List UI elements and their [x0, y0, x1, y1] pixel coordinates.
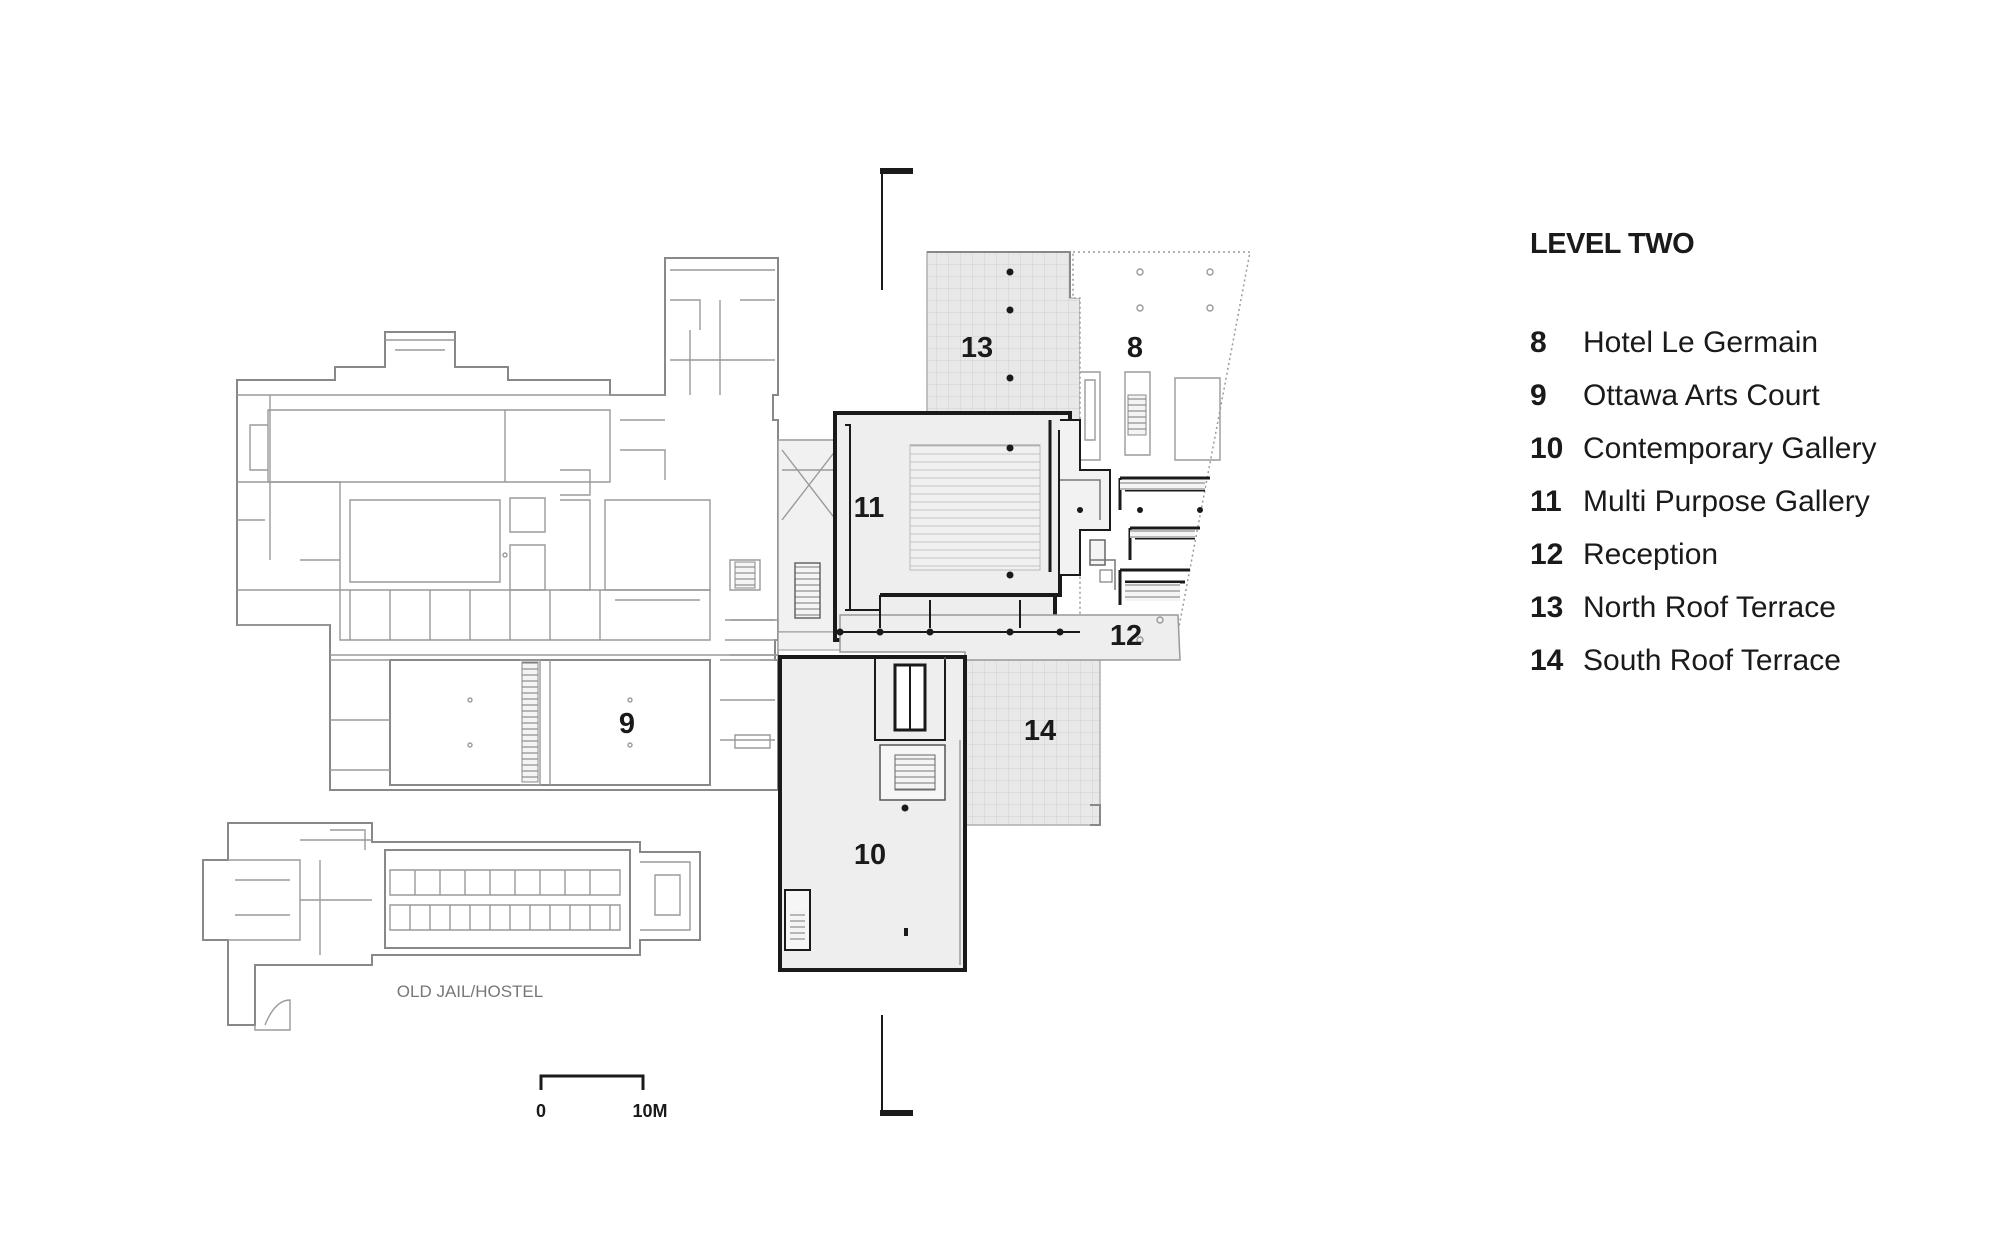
legend-label: Multi Purpose Gallery: [1583, 484, 1870, 518]
north-roof-terrace: [926, 251, 1081, 421]
legend-item-13: 13 North Roof Terrace: [1530, 581, 1876, 634]
multi-purpose-gallery: [833, 411, 1072, 642]
room-label-8: 8: [1127, 332, 1143, 364]
legend-item-9: 9 Ottawa Arts Court: [1530, 369, 1876, 422]
hotel-le-germain: [1072, 251, 1251, 633]
room-label-10: 10: [854, 839, 886, 871]
room-label-12: 12: [1110, 620, 1142, 652]
contemporary-gallery: [778, 655, 967, 972]
legend-item-10: 10 Contemporary Gallery: [1530, 422, 1876, 475]
hotel-stair-cores: [1118, 476, 1210, 605]
atrium-connector: [730, 439, 841, 656]
service-core: [1060, 419, 1116, 590]
legend-label: Ottawa Arts Court: [1583, 378, 1820, 412]
room-label-13: 13: [961, 332, 993, 364]
scale-end-label: 10M: [632, 1101, 667, 1121]
legend-number: 10: [1530, 431, 1564, 465]
scale-bar: 0 10M: [536, 1074, 668, 1121]
room-label-14: 14: [1024, 715, 1056, 747]
legend-item-12: 12 Reception: [1530, 528, 1876, 581]
legend-number: 8: [1530, 325, 1547, 359]
legend-label: Contemporary Gallery: [1583, 431, 1877, 465]
room-label-11: 11: [854, 492, 885, 524]
legend-item-8: 8 Hotel Le Germain: [1530, 316, 1876, 369]
legend-title: LEVEL TWO: [1530, 228, 1695, 260]
legend-label: Hotel Le Germain: [1583, 325, 1819, 359]
legend-number: 14: [1530, 643, 1564, 677]
legend-item-11: 11 Multi Purpose Gallery: [1530, 475, 1876, 528]
legend-number: 12: [1530, 537, 1564, 571]
existing-arts-court-building: [236, 257, 779, 791]
legend-number: 13: [1530, 590, 1564, 624]
legend-label: North Roof Terrace: [1583, 590, 1836, 624]
scale-start-label: 0: [536, 1101, 546, 1121]
legend-number: 11: [1530, 484, 1562, 518]
legend-number: 9: [1530, 378, 1547, 412]
old-jail-hostel-label: OLD JAIL/HOSTEL: [397, 982, 543, 1001]
legend-label: Reception: [1583, 537, 1719, 571]
section-marker-bottom: [880, 1015, 913, 1116]
legend: 8 Hotel Le Germain 9 Ottawa Arts Court 1…: [1530, 316, 1876, 687]
legend-label: South Roof Terrace: [1583, 643, 1841, 677]
section-marker-top: [880, 168, 913, 290]
legend-item-14: 14 South Roof Terrace: [1530, 634, 1876, 687]
old-jail-hostel-building: [202, 822, 701, 1031]
room-label-9: 9: [619, 708, 635, 740]
